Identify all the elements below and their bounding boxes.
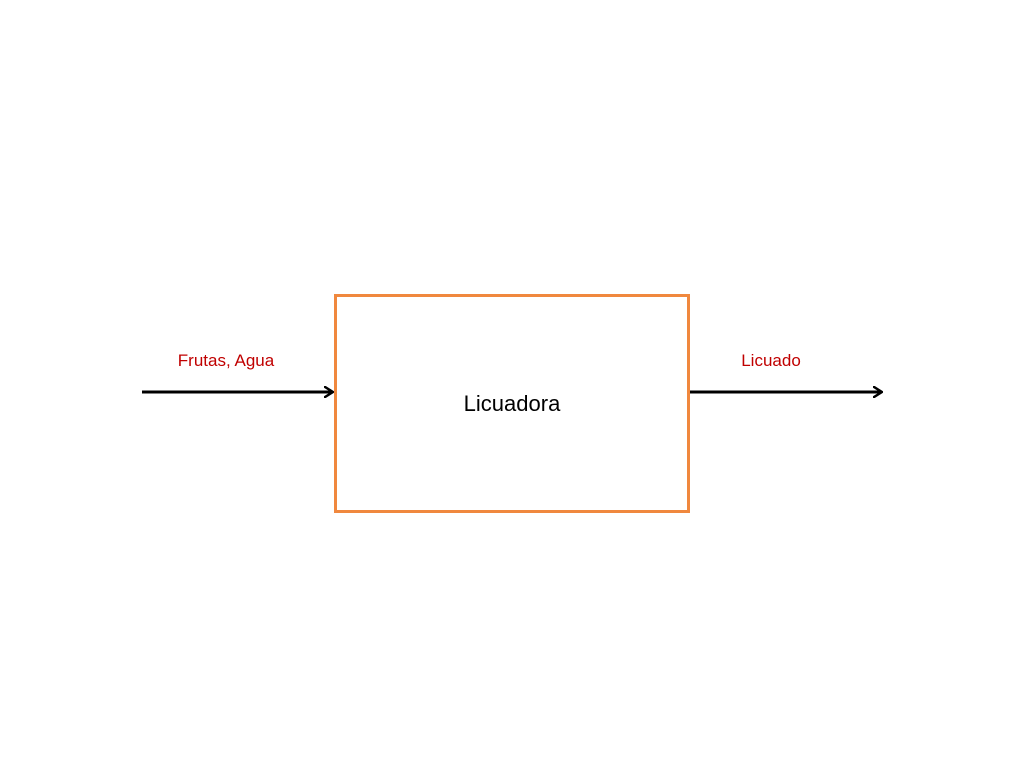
process-label: Licuadora	[463, 391, 561, 416]
process-box	[334, 294, 690, 513]
output-label: Licuado	[741, 351, 801, 370]
input-label: Frutas, Agua	[177, 351, 275, 370]
